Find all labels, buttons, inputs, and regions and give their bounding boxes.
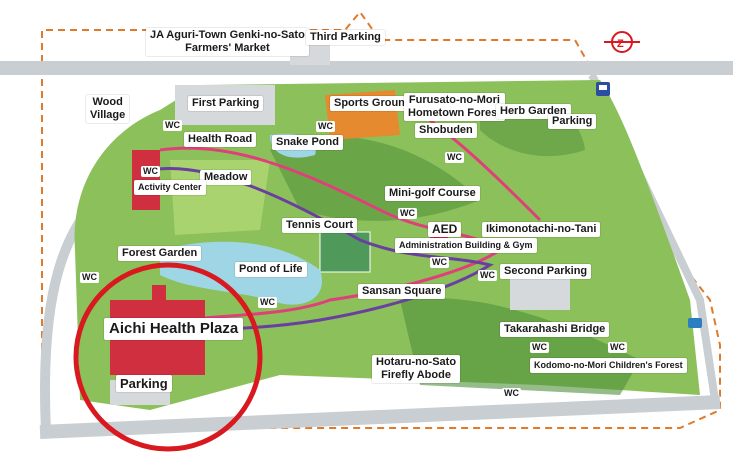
label-minigolf: Mini-golf Course: [385, 186, 480, 201]
trail-purple: [149, 166, 494, 332]
wc-marker: WC: [478, 270, 497, 281]
svg-text:Z: Z: [617, 38, 624, 50]
wc-marker: WC: [258, 297, 277, 308]
label-aichi-health-plaza: Aichi Health Plaza: [104, 318, 244, 340]
label-forest-garden: Forest Garden: [118, 246, 202, 261]
health-plaza-tower: [152, 285, 166, 310]
wc-marker: WC: [430, 257, 449, 268]
wc-marker: WC: [502, 388, 521, 399]
wc-marker: WC: [141, 166, 160, 177]
label-administration: Administration Building & Gym: [395, 238, 537, 253]
label-ikimonotachi: Ikimonotachi-no-Tani: [482, 222, 601, 237]
label-ja-market-line2: Farmers' Market: [185, 42, 270, 54]
label-tennis-court: Tennis Court: [282, 218, 358, 233]
bus-stop-icon: [688, 318, 702, 328]
label-furusato: Furusato-no-Mori Hometown Forest: [404, 93, 505, 121]
label-hotaru-line2: Firefly Abode: [381, 369, 451, 381]
label-ja-market: JA Aguri-Town Genki-no-Sato Farmers' Mar…: [146, 28, 309, 56]
label-sports-ground: Sports Ground: [330, 96, 416, 111]
label-activity-center: Activity Center: [134, 180, 206, 195]
label-wood-village-line2: Village: [90, 109, 126, 121]
label-furusato-line2: Hometown Forest: [408, 107, 501, 119]
label-takarahashi: Takarahashi Bridge: [500, 322, 610, 337]
wc-marker: WC: [80, 272, 99, 283]
label-wood-village-line1: Wood: [92, 96, 123, 108]
label-wood-village: Wood Village: [86, 95, 130, 123]
label-sansan-square: Sansan Square: [358, 284, 446, 299]
wc-marker: WC: [530, 342, 549, 353]
label-ja-market-line1: JA Aguri-Town Genki-no-Sato: [150, 29, 305, 41]
label-hotaru-line1: Hotaru-no-Sato: [376, 356, 457, 368]
label-kodomo: Kodomo-no-Mori Children's Forest: [530, 358, 687, 373]
label-parking-ne: Parking: [548, 114, 597, 129]
label-parking-sw: Parking: [116, 375, 172, 392]
south-road: [39, 395, 721, 439]
compass-icon: Z: [604, 31, 640, 53]
label-meadow: Meadow: [200, 170, 252, 185]
label-third-parking: Third Parking: [306, 30, 385, 45]
wc-marker: WC: [316, 121, 335, 132]
label-health-road: Health Road: [184, 132, 257, 147]
label-pond-of-life: Pond of Life: [235, 262, 307, 277]
label-first-parking: First Parking: [188, 96, 264, 111]
wc-marker: WC: [163, 120, 182, 131]
highlight-circle: [73, 262, 263, 452]
label-furusato-line1: Furusato-no-Mori: [408, 94, 500, 106]
label-shobuden: Shobuden: [415, 123, 477, 138]
train-station-icon: [596, 82, 610, 96]
wc-marker: WC: [445, 152, 464, 163]
label-second-parking: Second Parking: [500, 264, 592, 279]
label-hotaru: Hotaru-no-Sato Firefly Abode: [372, 355, 461, 383]
wc-marker: WC: [398, 208, 417, 219]
tennis-courts: [319, 231, 371, 273]
label-snake-pond: Snake Pond: [272, 135, 343, 150]
label-aed: AED: [428, 222, 462, 237]
second-parking-lot: [510, 275, 570, 310]
wc-marker: WC: [608, 342, 627, 353]
